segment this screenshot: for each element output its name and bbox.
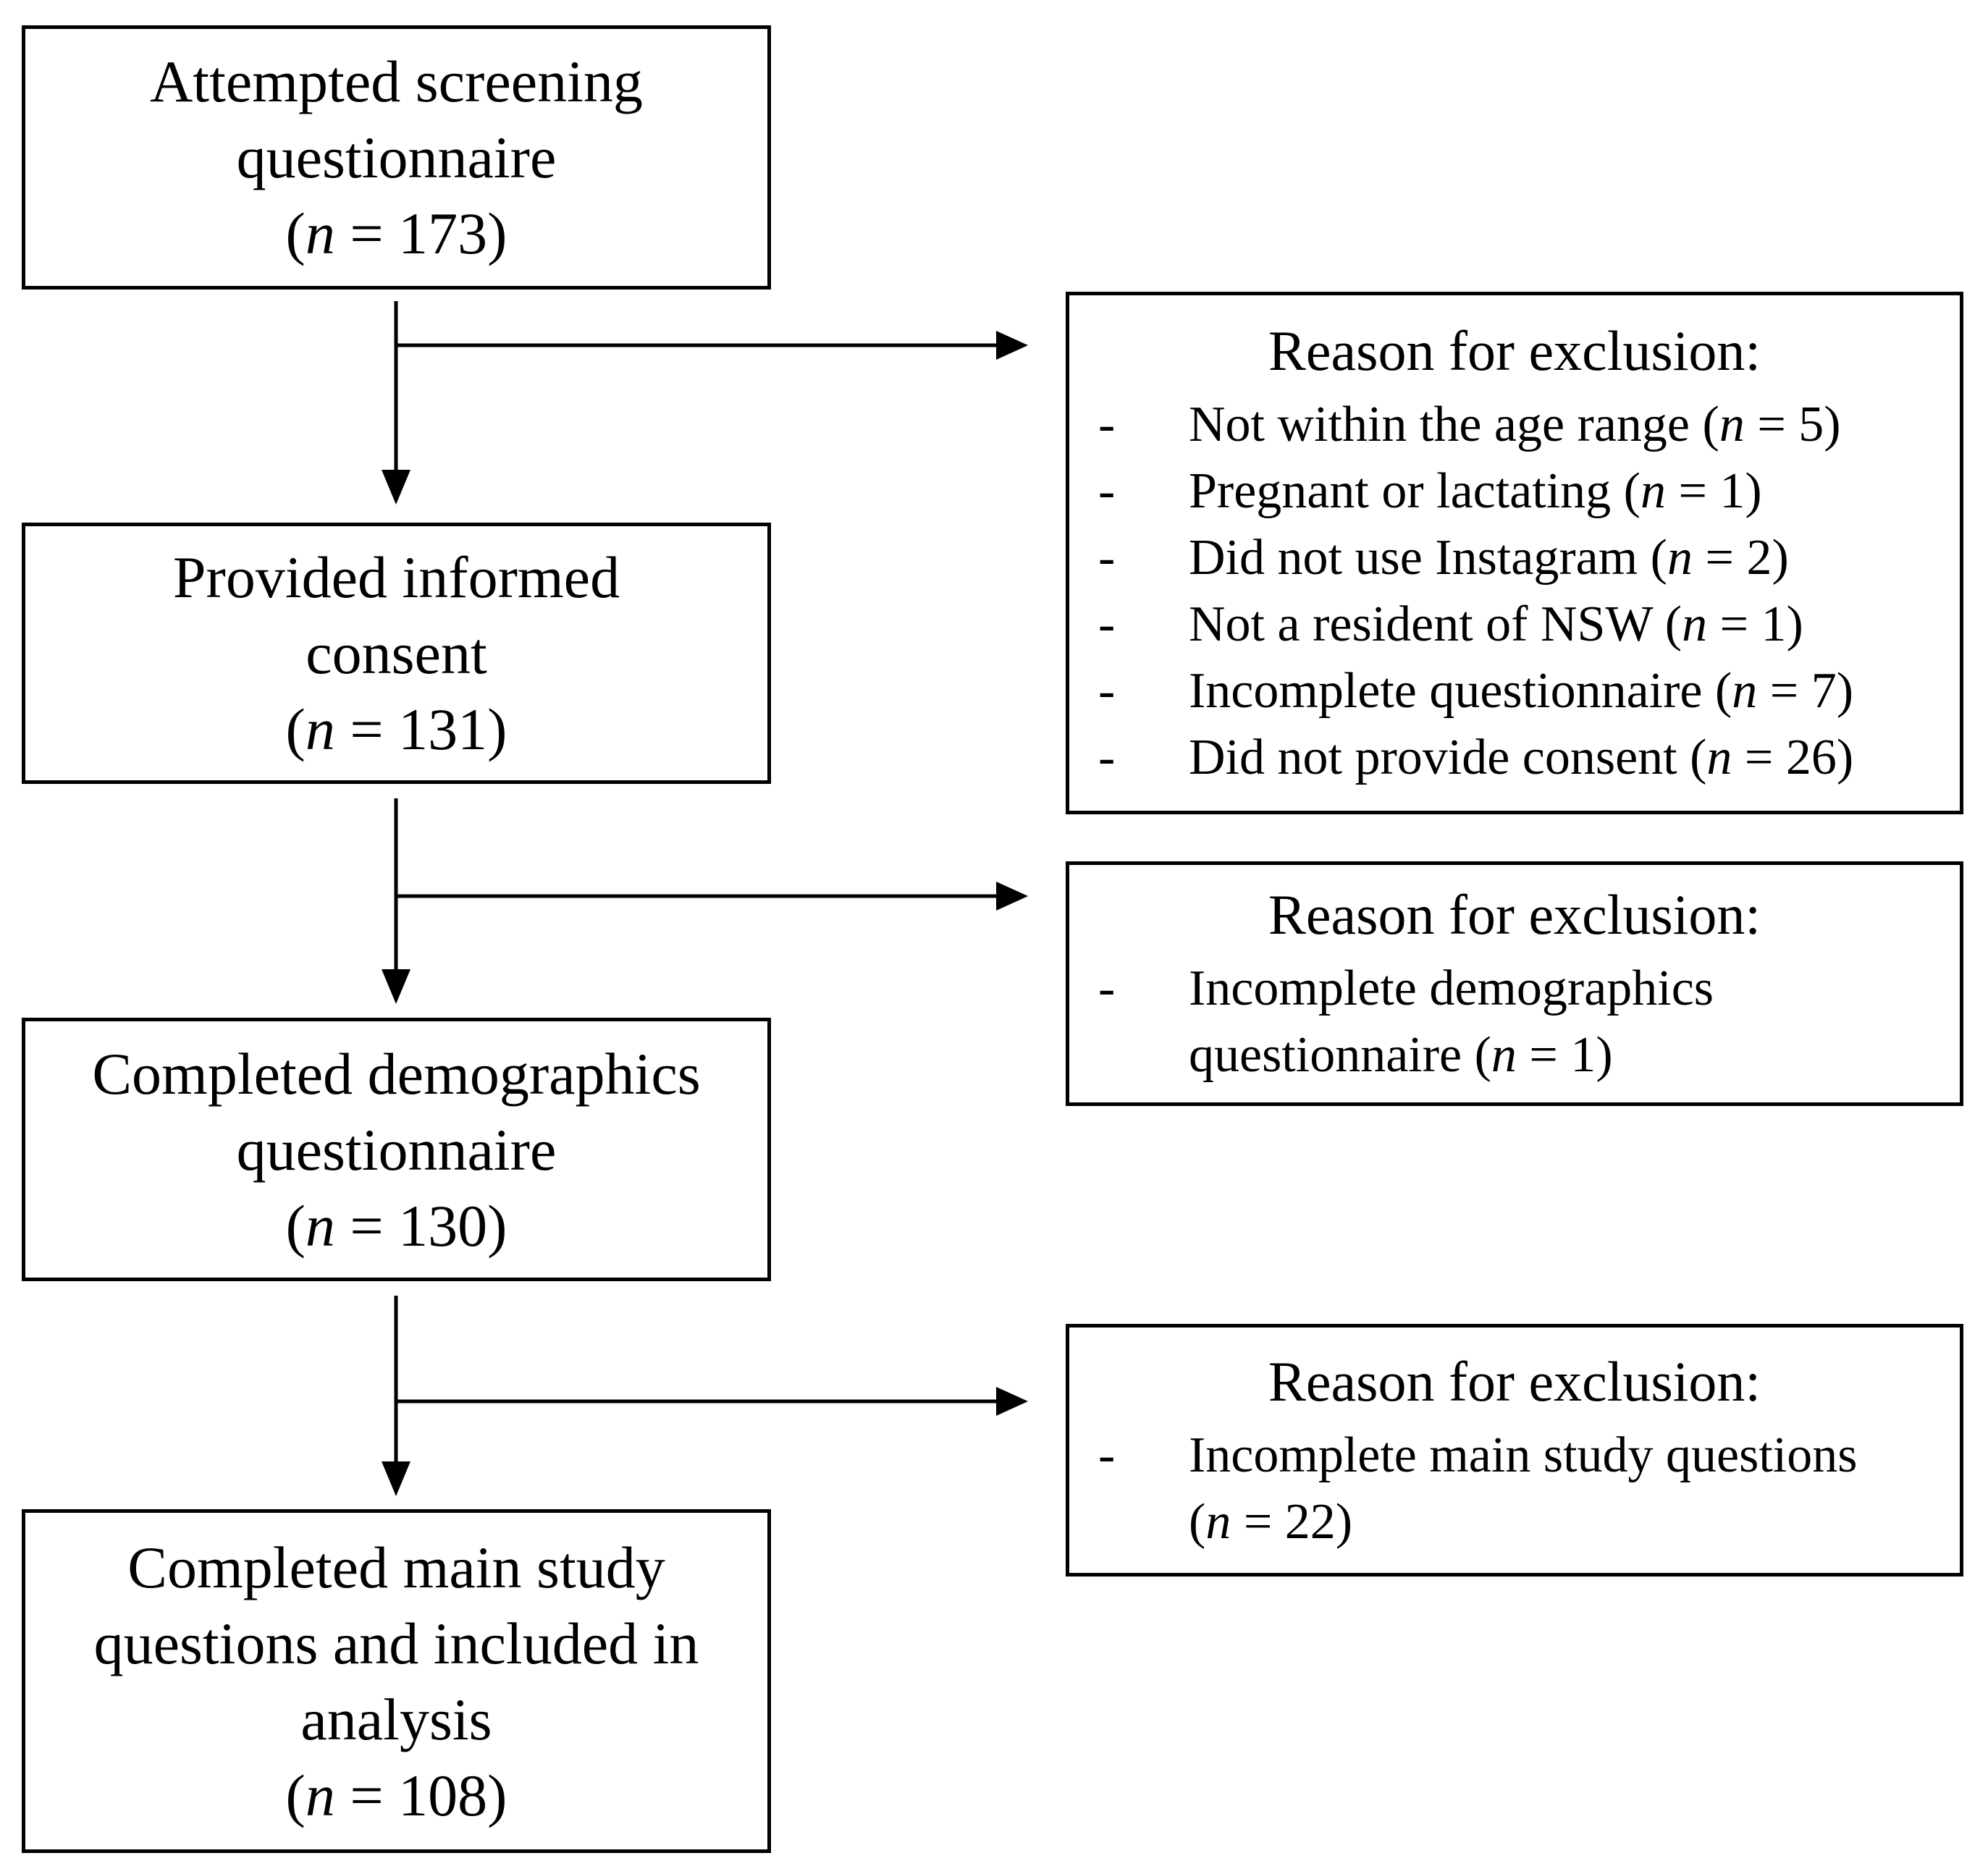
exclusion-item-text: Pregnant or lactating (n = 1) bbox=[1189, 458, 1949, 525]
exclusion-item-text: Incomplete main study questions (n = 22) bbox=[1189, 1422, 1949, 1556]
dash-bullet: - bbox=[1098, 730, 1116, 785]
exclusion-item: - Did not use Instagram (n = 2) bbox=[1069, 525, 1960, 591]
exclusion-title: Reason for exclusion: bbox=[1268, 883, 1761, 946]
n-symbol: n bbox=[1706, 730, 1732, 785]
n-symbol: n bbox=[305, 1762, 335, 1828]
n-symbol: n bbox=[305, 1192, 335, 1259]
flow-box-text: Completed main study questions and includ… bbox=[94, 1529, 699, 1833]
text-line: Incomplete main study questions bbox=[1189, 1427, 1858, 1483]
exclusion-box-screening: Reason for exclusion: - Not within the a… bbox=[1066, 292, 1963, 814]
dash-bullet: - bbox=[1098, 663, 1116, 719]
text-line: Not within the age range (n = 5) bbox=[1189, 397, 1841, 452]
text-line: questionnaire (n = 1) bbox=[1189, 1027, 1613, 1083]
text-line: Did not provide consent (n = 26) bbox=[1189, 730, 1854, 785]
text-line: consent bbox=[306, 620, 487, 686]
dash-bullet: - bbox=[1098, 397, 1116, 452]
n-symbol: n bbox=[1682, 596, 1708, 652]
text-line: Attempted screening bbox=[150, 48, 643, 114]
flow-box-text: Attempted screening questionnaire (n = 173… bbox=[150, 43, 643, 271]
arrow-down-to-consent bbox=[382, 301, 410, 505]
text-line: questions and included in bbox=[93, 1610, 699, 1676]
text-line: (n = 108) bbox=[285, 1762, 507, 1828]
dash-bullet: - bbox=[1098, 1427, 1116, 1483]
arrow-down-to-demographics bbox=[382, 798, 410, 1004]
exclusion-item: - Not a resident of NSW (n = 1) bbox=[1069, 591, 1960, 658]
flow-box-provided-consent: Provided informed consent (n = 131) bbox=[22, 523, 771, 784]
text-line: questionnaire bbox=[236, 1116, 557, 1183]
exclusion-item-text: Not within the age range (n = 5) bbox=[1189, 392, 1949, 458]
text-line: Completed main study bbox=[127, 1534, 665, 1600]
flow-box-text: Completed demographics questionnaire (n = … bbox=[92, 1036, 700, 1264]
text-line: questionnaire bbox=[236, 124, 557, 190]
arrow-to-exclusion-demographics bbox=[396, 882, 1028, 911]
text-line: (n = 22) bbox=[1189, 1493, 1353, 1550]
dash-bullet: - bbox=[1098, 961, 1116, 1016]
exclusion-item-text: Not a resident of NSW (n = 1) bbox=[1189, 591, 1949, 658]
text-line: (n = 173) bbox=[285, 201, 507, 266]
text-line: (n = 130) bbox=[285, 1192, 507, 1259]
n-symbol: n bbox=[305, 696, 335, 762]
text-line: Completed demographics bbox=[92, 1040, 701, 1107]
text-line: Incomplete demographics bbox=[1189, 961, 1714, 1016]
arrow-to-exclusion-main-study bbox=[396, 1387, 1028, 1416]
flow-box-attempted-screening: Attempted screening questionnaire (n = 173… bbox=[22, 25, 771, 290]
exclusion-item: - Incomplete demographics questionnaire (… bbox=[1069, 955, 1960, 1089]
dash-bullet: - bbox=[1098, 596, 1116, 652]
exclusion-box-demographics: Reason for exclusion: - Incomplete demog… bbox=[1066, 861, 1963, 1106]
n-symbol: n bbox=[1732, 663, 1758, 719]
text-line: Not a resident of NSW (n = 1) bbox=[1189, 596, 1803, 652]
n-symbol: n bbox=[1640, 463, 1666, 519]
exclusion-item: - Incomplete main study questions (n = 22… bbox=[1069, 1422, 1960, 1556]
arrow-down-to-analysis bbox=[382, 1296, 410, 1496]
text-line: analysis bbox=[300, 1686, 492, 1752]
n-symbol: n bbox=[1667, 530, 1693, 586]
text-line: (n = 131) bbox=[285, 696, 507, 762]
exclusion-item-text: Did not provide consent (n = 26) bbox=[1189, 725, 1949, 791]
exclusion-title: Reason for exclusion: bbox=[1268, 1349, 1761, 1413]
flow-box-text: Provided informed consent (n = 131) bbox=[173, 539, 620, 767]
n-symbol: n bbox=[1491, 1027, 1517, 1083]
dash-bullet: - bbox=[1098, 463, 1116, 519]
text-line: Pregnant or lactating (n = 1) bbox=[1189, 463, 1762, 519]
exclusion-item-text: Incomplete questionnaire (n = 7) bbox=[1189, 658, 1949, 725]
n-symbol: n bbox=[305, 201, 335, 266]
exclusion-title: Reason for exclusion: bbox=[1268, 319, 1761, 382]
flow-box-completed-main-study: Completed main study questions and includ… bbox=[22, 1509, 771, 1853]
arrow-to-exclusion-screening bbox=[396, 331, 1028, 360]
text-line: Provided informed bbox=[172, 544, 620, 610]
exclusion-item: - Pregnant or lactating (n = 1) bbox=[1069, 458, 1960, 525]
exclusion-item-text: Did not use Instagram (n = 2) bbox=[1189, 525, 1949, 591]
exclusion-item: - Incomplete questionnaire (n = 7) bbox=[1069, 658, 1960, 725]
dash-bullet: - bbox=[1098, 530, 1116, 586]
n-symbol: n bbox=[1205, 1493, 1231, 1550]
n-symbol: n bbox=[1719, 397, 1745, 452]
text-line: Did not use Instagram (n = 2) bbox=[1189, 530, 1789, 586]
exclusion-item-text: Incomplete demographics questionnaire (n … bbox=[1189, 955, 1949, 1089]
flow-box-completed-demographics: Completed demographics questionnaire (n = … bbox=[22, 1018, 771, 1281]
exclusion-item: - Not within the age range (n = 5) bbox=[1069, 392, 1960, 458]
text-line: Incomplete questionnaire (n = 7) bbox=[1189, 663, 1854, 719]
exclusion-item: - Did not provide consent (n = 26) bbox=[1069, 725, 1960, 791]
exclusion-box-main-study: Reason for exclusion: - Incomplete main … bbox=[1066, 1324, 1963, 1577]
